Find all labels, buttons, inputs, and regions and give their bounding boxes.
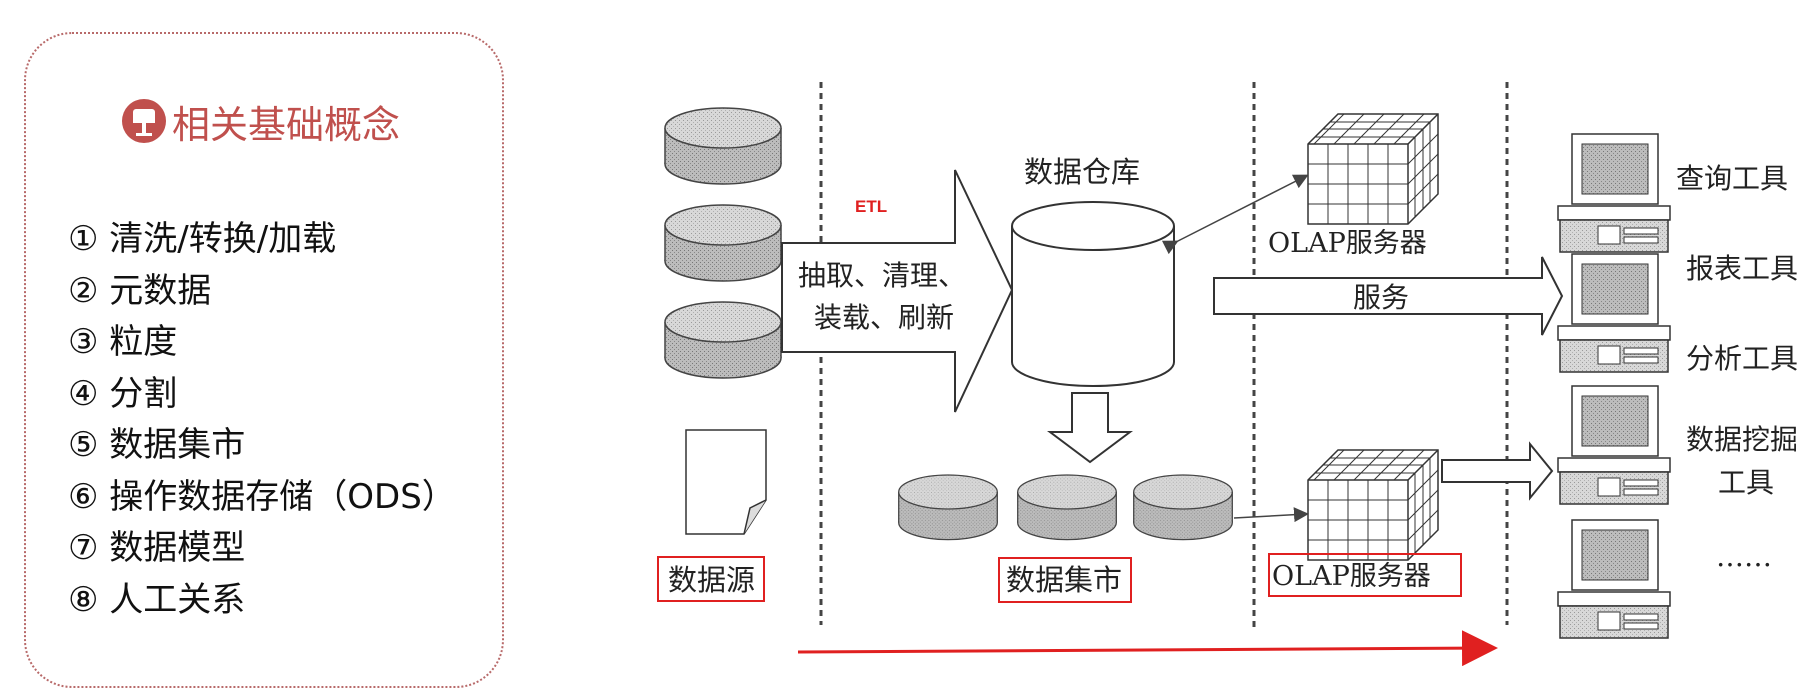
tool-label-query: 查询工具: [1676, 162, 1788, 195]
service-arrow: [1213, 256, 1564, 336]
concept-item: ⑦ 数据模型: [68, 528, 246, 568]
flow-arrow: [797, 630, 1498, 667]
etl-text-line1: 抽取、清理、: [798, 259, 966, 292]
data-mart-icon: [1017, 474, 1117, 541]
data-mart-highlight: [998, 557, 1132, 603]
concept-item: ⑧ 人工关系: [68, 579, 246, 620]
warehouse-olap-connector: [1161, 174, 1309, 255]
data-source-label: 数据源: [668, 563, 755, 597]
data-mart-icon: [898, 474, 998, 541]
computer-icon: [1557, 133, 1671, 253]
etl-label: ETL: [855, 197, 887, 216]
olap-tools-arrow: [1441, 441, 1554, 501]
data-source-highlight: [657, 556, 765, 602]
computer-icon: [1557, 253, 1671, 373]
concept-item: ⑤ 数据集市: [68, 425, 246, 465]
concept-card: [24, 32, 504, 688]
concept-item: ④ 分割: [68, 373, 178, 414]
olap-server-highlight: [1268, 553, 1462, 597]
source-database-icon: [664, 107, 782, 185]
tool-label-mining-2: 工具: [1718, 466, 1774, 499]
source-database-icon: [664, 204, 782, 282]
service-label: 服务: [1353, 281, 1409, 314]
etl-arrow: [781, 169, 1014, 413]
mart-olap-connector: [1233, 507, 1309, 523]
computer-icon: [1557, 385, 1671, 505]
tool-label-report: 报表工具: [1686, 252, 1798, 285]
card-title: 相关基础概念: [172, 102, 401, 147]
concept-list: ① 清洗/转换/加载 ② 元数据 ③ 粒度 ④ 分割 ⑤ 数据集市 ⑥ 操作数据…: [68, 214, 456, 626]
tool-label-mining: 数据挖掘: [1686, 423, 1798, 456]
computer-icon: [1557, 519, 1671, 639]
data-mart-label: 数据集市: [1006, 563, 1122, 597]
warehouse-down-arrow: [1047, 392, 1133, 464]
etl-text-line2: 装载、刷新: [814, 301, 954, 334]
data-mart-icon: [1133, 474, 1233, 541]
data-warehouse-icon: [1011, 201, 1175, 387]
concept-item: ⑥ 操作数据存储（ODS）: [68, 476, 456, 517]
olap-cube-icon: [1307, 449, 1439, 561]
lectern-icon: [122, 99, 166, 143]
olap-cube-icon: [1307, 113, 1439, 225]
source-database-icon: [664, 301, 782, 379]
concept-item: ② 元数据: [68, 270, 212, 311]
concept-item: ③ 粒度: [68, 322, 178, 362]
olap-server-top-label: OLAP服务器: [1268, 228, 1427, 259]
card-header: 相关基础概念: [122, 96, 401, 147]
tier-separators: [819, 82, 1509, 630]
document-icon: [685, 429, 767, 535]
warehouse-label: 数据仓库: [1024, 155, 1140, 189]
tool-label-more: ……: [1716, 540, 1772, 573]
olap-server-bottom-label: OLAP服务器: [1272, 561, 1431, 592]
tool-label-analysis: 分析工具: [1686, 342, 1798, 375]
concept-item: ① 清洗/转换/加载: [68, 219, 337, 259]
